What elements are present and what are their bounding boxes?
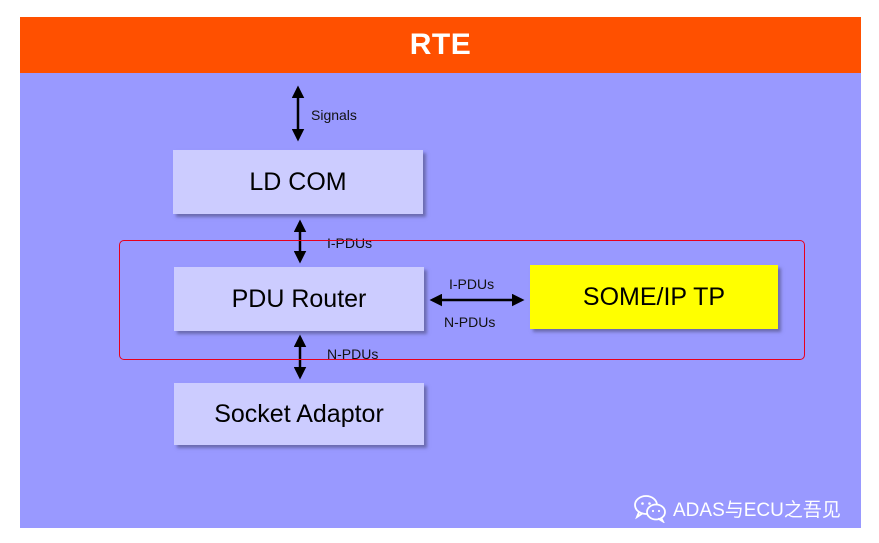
- ld-com-label: LD COM: [249, 167, 347, 196]
- socket-adaptor-box: Socket Adaptor: [174, 383, 424, 445]
- pdu-router-label: PDU Router: [231, 284, 367, 313]
- someip-tp-label: SOME/IP TP: [582, 282, 726, 311]
- label-ipdus-vertical: I-PDUs: [327, 235, 373, 251]
- ld-com-box: LD COM: [173, 150, 423, 214]
- highlight-frame: [119, 240, 805, 360]
- pdu-router-box: PDU Router: [174, 267, 424, 331]
- wechat-icon: [634, 495, 666, 523]
- watermark: ADAS与ECU之吾见: [633, 493, 841, 523]
- watermark-text: ADAS与ECU之吾见: [673, 499, 841, 521]
- label-npdus-vertical: N-PDUs: [327, 346, 379, 362]
- label-signals: Signals: [311, 107, 357, 123]
- label-npdus-horizontal: N-PDUs: [444, 314, 496, 330]
- rte-header: RTE: [20, 17, 861, 73]
- label-ipdus-horizontal: I-PDUs: [449, 276, 495, 292]
- socket-adaptor-label: Socket Adaptor: [214, 399, 384, 428]
- rte-title: RTE: [409, 28, 472, 61]
- someip-tp-box: SOME/IP TP: [530, 265, 778, 329]
